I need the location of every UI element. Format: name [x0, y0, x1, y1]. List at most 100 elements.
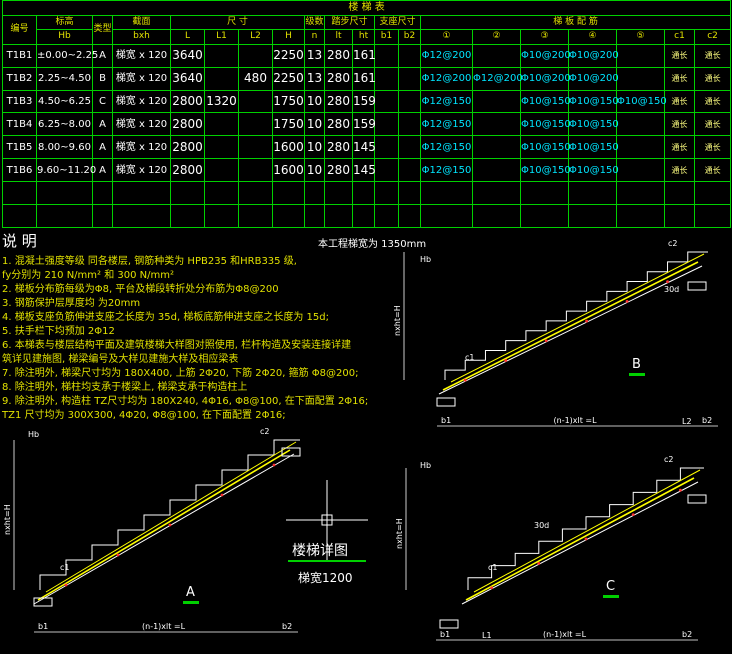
rebar-marker: [631, 513, 635, 516]
cell-L2: [238, 112, 273, 137]
label-length: (n-1)xlt =L: [554, 416, 598, 425]
rebar-marker: [64, 583, 68, 587]
cell-c1: 通长: [664, 158, 695, 183]
cell-L1: 1320: [204, 89, 239, 114]
rebar-top: [473, 469, 701, 593]
cell-ht: 161: [352, 66, 376, 91]
cell-empty: [36, 204, 93, 228]
cell-n: 10: [304, 135, 325, 160]
cell-empty: [398, 181, 421, 206]
cell-section: 梯宽 x 120: [112, 89, 171, 114]
notes-heading: 说 明: [2, 232, 37, 250]
cell-b1: [374, 66, 399, 91]
header-size-L: L: [170, 29, 205, 45]
cell-empty: [616, 181, 665, 206]
label-b2: b2: [702, 416, 712, 425]
cell-b1: [374, 158, 399, 183]
support-left: [33, 597, 53, 607]
cell-c2: 通长: [693, 112, 732, 137]
cell-L2: 480: [238, 66, 273, 91]
cell-H: 1750: [272, 89, 305, 114]
cell-ht: 145: [352, 135, 376, 160]
cell-no: T1B3: [2, 89, 37, 114]
type-underline: [629, 373, 645, 376]
cell-section: 梯宽 x 120: [112, 66, 171, 91]
header-rebar-5: ⑤: [616, 29, 665, 45]
label-height: nxht=H: [393, 305, 402, 336]
support-left: [436, 397, 456, 407]
rebar-marker: [584, 537, 588, 541]
note-line: 5. 扶手栏下均预加 2Φ12: [2, 326, 115, 337]
cell-b1: [374, 89, 399, 114]
cell-elev: 4.50~6.25: [36, 89, 93, 114]
cell-c2: 通长: [693, 135, 732, 160]
cell-r5: Φ10@150: [616, 89, 667, 114]
cell-empty: [420, 204, 473, 228]
type-underline: [603, 595, 619, 598]
cell-r3: Φ10@150: [520, 112, 571, 137]
cell-r2: Φ12@200: [472, 66, 523, 91]
label-hb: Hb: [420, 255, 431, 264]
cell-L1: [204, 112, 239, 137]
header-section-sub: bxh: [112, 29, 171, 45]
cell-no: T1B1: [2, 43, 37, 68]
cell-empty: [568, 181, 617, 206]
cell-section: 梯宽 x 120: [112, 112, 171, 137]
label-height: nxht=H: [395, 518, 404, 549]
cell-no: T1B4: [2, 112, 37, 137]
cell-r2: [472, 112, 521, 137]
cell-lt: 280: [324, 89, 353, 114]
cell-c1: 通长: [664, 135, 695, 160]
label-c2: c2: [668, 239, 678, 248]
cell-lt: 280: [324, 112, 353, 137]
cell-empty: [352, 204, 375, 228]
note-line: 6. 本梯表与楼层结构平面及建筑楼梯大样图对照使用, 栏杆构造及安装连接详建: [2, 340, 352, 351]
cell-section: 梯宽 x 120: [112, 135, 171, 160]
rebar-bottom: [442, 261, 699, 391]
cell-H: 2250: [272, 66, 305, 91]
cell-r3: Φ10@200: [520, 43, 571, 68]
cell-b2: [398, 89, 421, 114]
stair-steps: [467, 467, 704, 590]
cell-r5: [616, 43, 665, 68]
cell-empty: [398, 204, 421, 228]
cell-no: T1B5: [2, 135, 37, 160]
header-section: 截面: [112, 14, 171, 31]
cell-r5: [616, 158, 665, 183]
cell-r1: Φ12@150: [420, 89, 473, 114]
cell-elev: 8.00~9.60: [36, 135, 93, 160]
rebar-marker: [504, 359, 508, 362]
label-L1: L1: [482, 631, 492, 640]
label-d30: 30d: [664, 285, 679, 294]
cell-empty: [204, 204, 239, 228]
cell-b2: [398, 43, 421, 68]
label-b2: b2: [282, 622, 292, 631]
cell-c1: 通长: [664, 112, 695, 137]
header-steps-sub: n: [304, 29, 325, 45]
rebar-bottom: [465, 477, 695, 601]
note-line: 3. 钢筋保护层厚度均 为20mm: [2, 298, 141, 309]
stair-soffit: [33, 453, 295, 605]
label-L2: L2: [682, 417, 692, 426]
label-c1: c1: [465, 353, 475, 362]
cell-r3: Φ10@150: [520, 158, 571, 183]
header-no: 编号: [2, 14, 37, 45]
cell-L2: [238, 158, 273, 183]
header-support-b2: b2: [398, 29, 421, 45]
cell-r2: [472, 158, 521, 183]
rebar-marker: [679, 488, 682, 492]
cell-H: 1750: [272, 112, 305, 137]
cell-empty: [616, 204, 665, 228]
note-line: 2. 梯板分布筋每级为Φ8, 平台及梯段转折处分布筋为Φ8@200: [2, 284, 279, 295]
diagram-title: 楼梯详图: [292, 543, 348, 559]
header-size-H: H: [272, 29, 305, 45]
header-rebar-2: ②: [472, 29, 521, 45]
cell-type: A: [92, 135, 113, 160]
label-hb: Hb: [420, 461, 431, 470]
header-elev-sub: Hb: [36, 29, 93, 45]
cell-empty: [304, 181, 325, 206]
